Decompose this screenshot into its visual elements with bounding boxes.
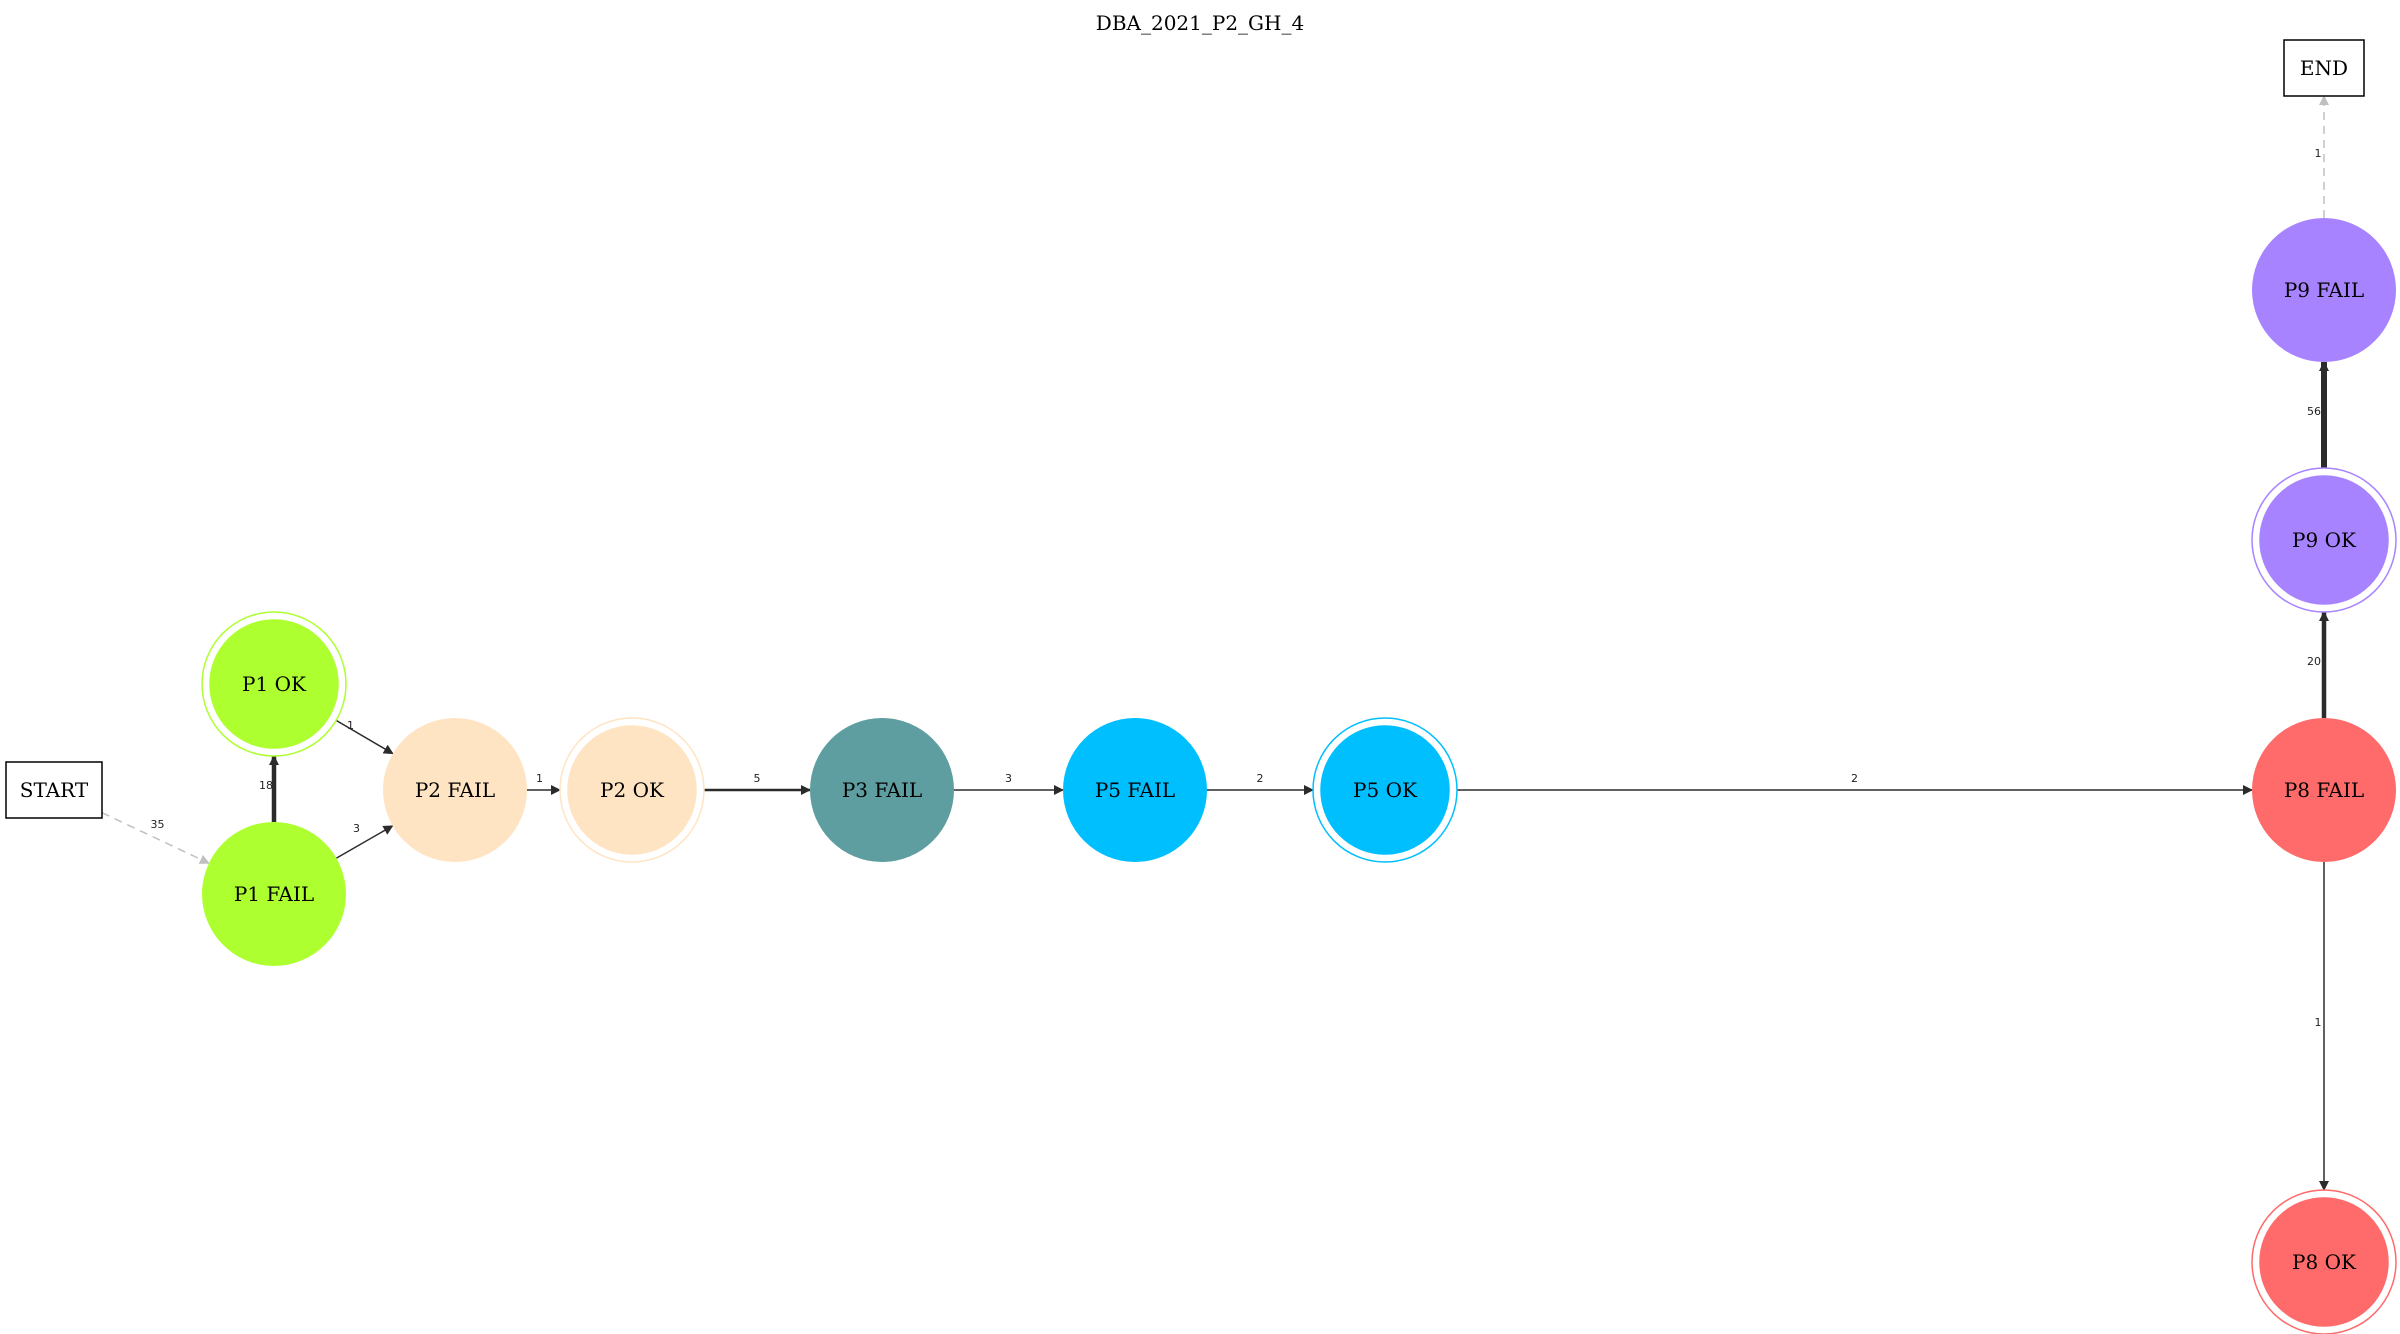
node-circle — [810, 718, 954, 862]
node-circle — [2259, 1197, 2389, 1327]
node-circle — [209, 619, 339, 749]
node-circle — [2252, 218, 2396, 362]
node-p3-fail: P3 FAIL — [810, 718, 954, 862]
node-end: END — [2283, 39, 2365, 97]
node-label: START — [20, 778, 89, 802]
edge-label: 5 — [754, 772, 761, 785]
node-label: P3 FAIL — [842, 778, 922, 802]
node-p2-fail: P2 FAIL — [383, 718, 527, 862]
node-label: P9 FAIL — [2284, 278, 2364, 302]
edges-layer: 35 18 3 1 1 5 3 2 2 20 56 1 1 — [101, 95, 2329, 1191]
edge-p5-fail-to-p5-ok: 2 — [1207, 772, 1314, 795]
edge-label: 18 — [259, 779, 273, 792]
node-label: END — [2300, 56, 2348, 80]
node-label: P1 OK — [242, 672, 307, 696]
edge-line — [336, 825, 394, 859]
node-p5-fail: P5 FAIL — [1063, 718, 1207, 862]
edge-p1-ok-to-p2-fail: 1 — [335, 719, 394, 755]
edge-p2-ok-to-p3-fail: 5 — [704, 772, 811, 795]
edge-label: 56 — [2307, 405, 2321, 418]
edge-p1-fail-to-p1-ok: 18 — [259, 755, 279, 822]
edge-p8-fail-to-p9-ok: 20 — [2307, 611, 2329, 718]
node-label: P5 FAIL — [1095, 778, 1175, 802]
edge-label: 1 — [2315, 147, 2322, 160]
node-circle — [2252, 718, 2396, 862]
diagram-title: DBA_2021_P2_GH_4 — [1096, 11, 1304, 35]
node-circle — [1063, 718, 1207, 862]
node-box — [2283, 39, 2365, 97]
edge-start-to-p1-fail: 35 — [101, 812, 210, 864]
node-p9-fail: P9 FAIL — [2252, 218, 2396, 362]
edge-p9-fail-to-end: 1 — [2315, 95, 2329, 218]
edge-label: 1 — [536, 772, 543, 785]
node-p8-ok: P8 OK — [2251, 1189, 2397, 1334]
edge-label: 2 — [1851, 772, 1858, 785]
node-p2-ok: P2 OK — [559, 717, 705, 863]
node-p9-ok: P9 OK — [2251, 467, 2397, 613]
edge-p9-ok-to-p9-fail: 56 — [2307, 361, 2329, 468]
node-label: P8 OK — [2292, 1250, 2357, 1274]
nodes-layer: START END P1 FAIL P1 OK P2 FAIL P2 OK P3 FAIL P… — [5, 39, 2397, 1334]
edge-label: 3 — [1005, 772, 1012, 785]
node-label: P9 OK — [2292, 528, 2357, 552]
edge-p5-ok-to-p8-fail: 2 — [1457, 772, 2253, 795]
node-outer-ring — [201, 611, 347, 757]
node-label: P8 FAIL — [2284, 778, 2364, 802]
edge-label: 1 — [347, 719, 354, 732]
node-outer-ring — [2251, 467, 2397, 613]
node-p1-ok: P1 OK — [201, 611, 347, 757]
edge-label: 1 — [2315, 1016, 2322, 1029]
node-label: P2 FAIL — [415, 778, 495, 802]
node-box — [5, 761, 103, 819]
node-circle — [2259, 475, 2389, 605]
edge-p3-fail-to-p5-fail: 3 — [954, 772, 1064, 795]
edge-p8-fail-to-p8-ok: 1 — [2315, 862, 2329, 1191]
node-p1-fail: P1 FAIL — [202, 822, 346, 966]
node-outer-ring — [1312, 717, 1458, 863]
node-circle — [202, 822, 346, 966]
node-label: P1 FAIL — [234, 882, 314, 906]
node-p5-ok: P5 OK — [1312, 717, 1458, 863]
node-circle — [383, 718, 527, 862]
edge-line — [101, 812, 210, 864]
edge-p2-fail-to-p2-ok: 1 — [527, 772, 561, 795]
node-outer-ring — [2251, 1189, 2397, 1334]
edge-label: 3 — [353, 822, 360, 835]
node-outer-ring — [559, 717, 705, 863]
edge-label: 2 — [1257, 772, 1264, 785]
edge-label: 35 — [150, 818, 164, 831]
node-label: P2 OK — [600, 778, 665, 802]
node-circle — [1320, 725, 1450, 855]
node-start: START — [5, 761, 103, 819]
edge-label: 20 — [2307, 655, 2321, 668]
node-p8-fail: P8 FAIL — [2252, 718, 2396, 862]
edge-p1-fail-to-p2-fail: 3 — [336, 822, 394, 859]
node-label: P5 OK — [1353, 778, 1418, 802]
node-circle — [567, 725, 697, 855]
edge-line — [335, 719, 394, 755]
